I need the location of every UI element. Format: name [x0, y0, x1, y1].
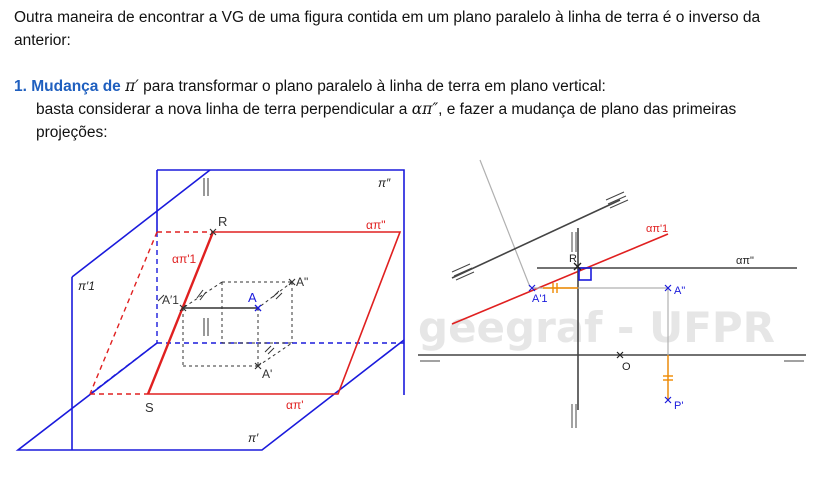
label-R-right: R — [569, 253, 577, 265]
label-A-prime-left: A' — [262, 367, 272, 381]
label-A1-left: A′1 — [162, 293, 179, 307]
heading-text: para transformar o plano paralelo à linh… — [143, 78, 606, 95]
label-A-left: A — [248, 290, 257, 305]
label-alpha-pi1prime-right: απ'1 — [646, 223, 668, 235]
section-heading: 1. Mudança de π′ para transformar o plan… — [14, 75, 814, 98]
label-pi-double-prime: π″ — [378, 176, 391, 190]
intro-paragraph: Outra maneira de encontrar a VG de uma f… — [14, 9, 761, 49]
right-orthographic-figure: R O A" A'1 P' απ" απ'1 — [418, 159, 806, 428]
description-part1: basta considerar a nova linha de terra p… — [36, 101, 408, 118]
point-R-marker — [573, 262, 582, 271]
point-A1-marker — [528, 284, 536, 292]
point-markers-left — [179, 228, 296, 370]
label-alpha-pi1-left: απ' — [286, 398, 304, 412]
point-O-marker — [616, 351, 624, 359]
section-description: basta considerar a nova linha de terra p… — [36, 98, 806, 144]
alpha-trace-pi1 — [146, 231, 215, 395]
alpha-plane-outline — [148, 231, 402, 395]
horizontal-plane-outline — [15, 339, 405, 451]
label-P-right: P' — [674, 400, 683, 412]
point-A2-marker — [664, 284, 672, 292]
gray-projector-oblique — [479, 159, 531, 288]
new-ground-line-hatch — [451, 191, 629, 281]
new-ground-line — [451, 199, 621, 279]
label-O-right: O — [622, 361, 631, 373]
point-A-marker — [254, 304, 262, 312]
label-pi-prime-1: π′1 — [78, 279, 95, 293]
vertical-line-marks — [571, 232, 577, 428]
heading-number: 1. Mudança de — [14, 78, 121, 95]
point-P-marker — [664, 396, 672, 404]
label-A1-right: A'1 — [532, 293, 548, 305]
alpha-hidden-left — [89, 231, 158, 395]
right-angle-marker — [578, 267, 592, 281]
label-pi-prime: π′ — [248, 431, 259, 445]
label-alpha-pi1prime-left: απ'1 — [172, 252, 197, 266]
description-greek: απ″ — [411, 100, 439, 118]
tick-marks-left — [157, 178, 283, 355]
orange-distance-marks — [543, 283, 673, 400]
label-S-left: S — [145, 400, 154, 415]
description-part2: , e fazer a mudança de plano das primeir… — [36, 101, 737, 141]
pi1-plane-top — [71, 169, 211, 278]
vertical-plane-outline — [157, 169, 405, 395]
heading-pi-symbol: π′ — [125, 77, 139, 95]
label-A2-right: A" — [674, 285, 685, 297]
label-alpha-pi2-left: απ" — [366, 218, 385, 232]
projection-box — [182, 281, 293, 367]
label-alpha-pi2-right: απ" — [736, 255, 754, 267]
label-A-double-left: A" — [296, 275, 308, 289]
label-R-left: R — [218, 214, 227, 229]
watermark-text: geegraf - UFPR — [418, 303, 775, 352]
left-perspective-figure: π″ π′1 π′ R S A A′1 A" A' απ" απ' απ'1 — [15, 169, 405, 451]
alpha-trace-right — [451, 233, 669, 325]
